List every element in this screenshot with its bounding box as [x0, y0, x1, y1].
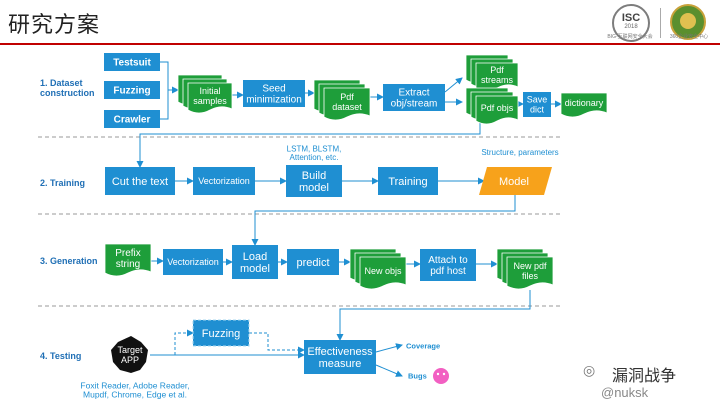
build-model-note: LSTM, BLSTM,Attention, etc. [287, 144, 342, 162]
bug-face-eye [442, 372, 446, 376]
pdf-objs-doc-label: Pdf objs [481, 103, 514, 113]
coverage-label: Coverage [406, 342, 440, 351]
bug-face-eye [436, 372, 440, 376]
prefix-doc [104, 243, 152, 277]
fuzzing-test-dashed-border [192, 319, 250, 347]
new-objs-doc-label: New objs [364, 266, 402, 276]
pdf-dataset-doc-page [323, 87, 371, 121]
fuzzing-source-box [104, 81, 160, 99]
training-box [378, 167, 438, 195]
load-model-box [232, 245, 278, 279]
crawler-box [104, 110, 160, 128]
360-logo [670, 4, 706, 40]
target-to-fuzzing-arrow [174, 329, 194, 355]
target-list-label: Foxit Reader, Adobe Reader,Mupdf, Chrome… [80, 380, 189, 399]
new-files-doc-page [506, 256, 554, 290]
360-logo-caption: 360企业安全中心 [669, 34, 709, 40]
fuzzing-source-box-label: Fuzzing [113, 86, 150, 97]
extract-box [383, 84, 445, 111]
save-dict-box [523, 92, 551, 117]
fuzzing-test-box [193, 320, 249, 346]
watermark-weibo: @nuksk [601, 385, 649, 400]
cut-text-box-label: Cut the text [112, 176, 168, 188]
section-testing-label: 4. Testing [40, 351, 81, 361]
training-box-label: Training [388, 176, 427, 188]
model-to-load-arrow [251, 195, 516, 246]
gen-vectorization-box [163, 249, 223, 275]
wechat-icon: ◎ [583, 362, 596, 378]
section-generation-label: 3. Generation [40, 256, 98, 266]
section-training-label: 2. Training [40, 178, 85, 188]
source-bracket [160, 61, 169, 120]
dictionary-doc [560, 92, 608, 118]
dataset-to-training-arrow [136, 120, 481, 168]
cut-text-box [105, 167, 175, 195]
bugs-label: Bugs [408, 372, 427, 381]
bug-face-icon [433, 368, 449, 384]
page-title: 研究方案 [8, 13, 101, 38]
testsuit-box [104, 53, 160, 71]
isc-logo-caption: BIG·互联网安全大会 [607, 34, 653, 40]
fuzzing-test-box-label: Fuzzing [202, 328, 241, 340]
model-note: Structure, parameters [481, 148, 558, 157]
train-vectorization-box-label: Vectorization [198, 176, 250, 186]
attach-box [420, 249, 476, 281]
effectiveness-to-bugs-arrow [375, 364, 403, 377]
gen-vectorization-box-label: Vectorization [167, 257, 219, 267]
train-vectorization-box [193, 167, 255, 195]
watermark-text: 漏洞战争 [612, 366, 677, 385]
effectiveness-box [304, 340, 376, 374]
effectiveness-to-coverage-arrow [375, 343, 403, 353]
predict-box-label: predict [296, 257, 329, 269]
testsuit-box-label: Testsuit [113, 58, 151, 69]
predict-box [287, 249, 339, 275]
fuzzing-to-effectiveness-arrow [249, 332, 305, 354]
pdf-objs-doc-page [475, 95, 519, 125]
target-app-octagon [111, 336, 148, 373]
new-objs-doc-page [359, 256, 407, 290]
model-parallelogram [479, 167, 552, 195]
build-model-box [286, 165, 342, 197]
initial-samples-doc-page [187, 82, 233, 114]
seed-minimization-box [243, 80, 305, 107]
model-label: Model [499, 176, 529, 188]
extract-to-streams-arrow [444, 77, 463, 93]
dictionary-label: dictionary [565, 98, 604, 108]
isc-logo-text: ISC [621, 12, 641, 24]
isc-logo: ISC 2018 [612, 4, 650, 42]
generation-to-effectiveness-arrow [336, 290, 531, 341]
header-rule [0, 43, 720, 45]
isc-logo-year: 2018 [624, 24, 638, 30]
360-logo-emblem [680, 13, 696, 29]
logo-separator [660, 8, 661, 38]
crawler-box-label: Crawler [114, 115, 151, 126]
